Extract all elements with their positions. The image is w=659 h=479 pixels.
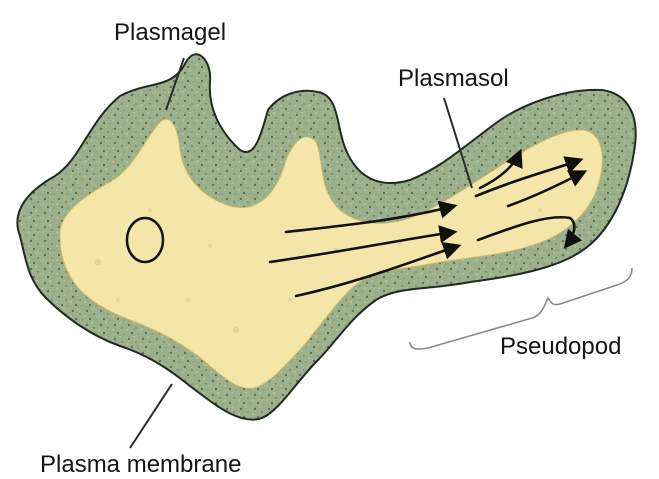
plasma-membrane-label: Plasma membrane: [40, 451, 241, 478]
plasmagel-label: Plasmagel: [114, 19, 226, 46]
plasmasol-label: Plasmasol: [398, 65, 509, 92]
nucleus: [127, 218, 163, 262]
plasma-membrane-leader: [130, 384, 172, 448]
pseudopod-label: Pseudopod: [500, 333, 621, 360]
